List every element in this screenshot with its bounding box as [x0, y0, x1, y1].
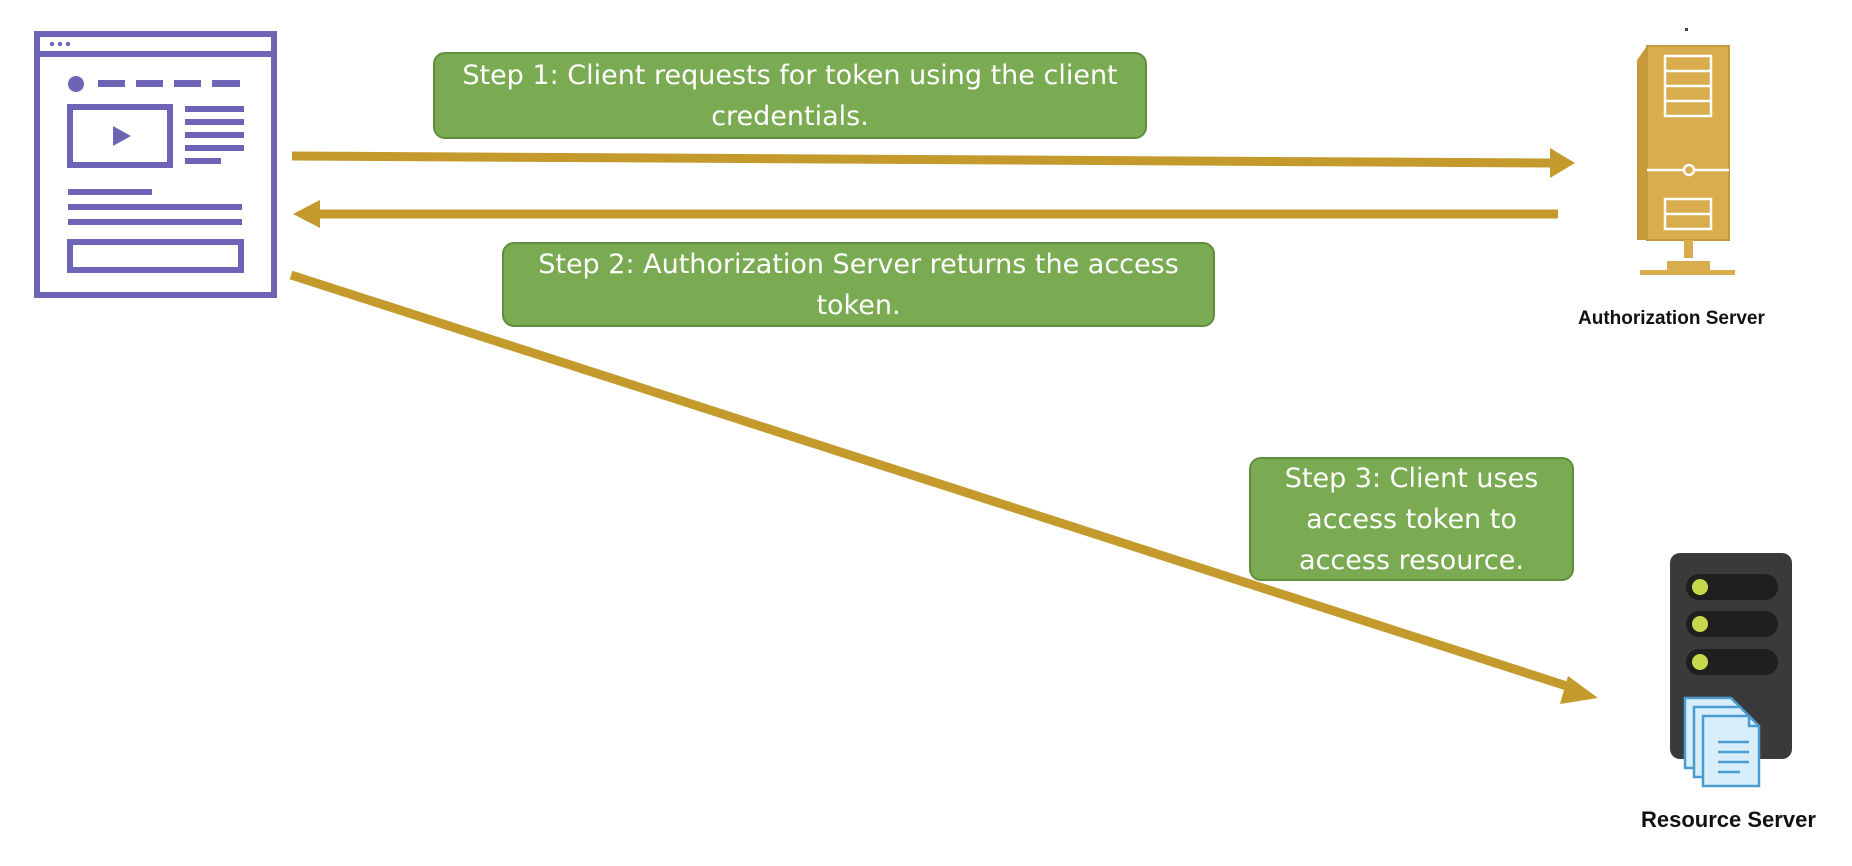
arrow-step1-request — [291, 148, 1575, 178]
authorization-server-label: Authorization Server — [1578, 308, 1765, 329]
step1-label: Step 1: Client requests for token using … — [433, 52, 1147, 139]
step3-label: Step 3: Client uses access token to acce… — [1249, 457, 1574, 581]
resource-server-label: Resource Server — [1641, 807, 1816, 832]
arrow-step2-response — [293, 200, 1558, 228]
step2-label: Step 2: Authorization Server returns the… — [502, 242, 1215, 327]
resource-server-icon — [1670, 553, 1792, 788]
client-browser-icon — [34, 31, 277, 298]
authorization-server-icon — [1637, 28, 1735, 275]
arrow-step3-access — [289, 270, 1598, 704]
